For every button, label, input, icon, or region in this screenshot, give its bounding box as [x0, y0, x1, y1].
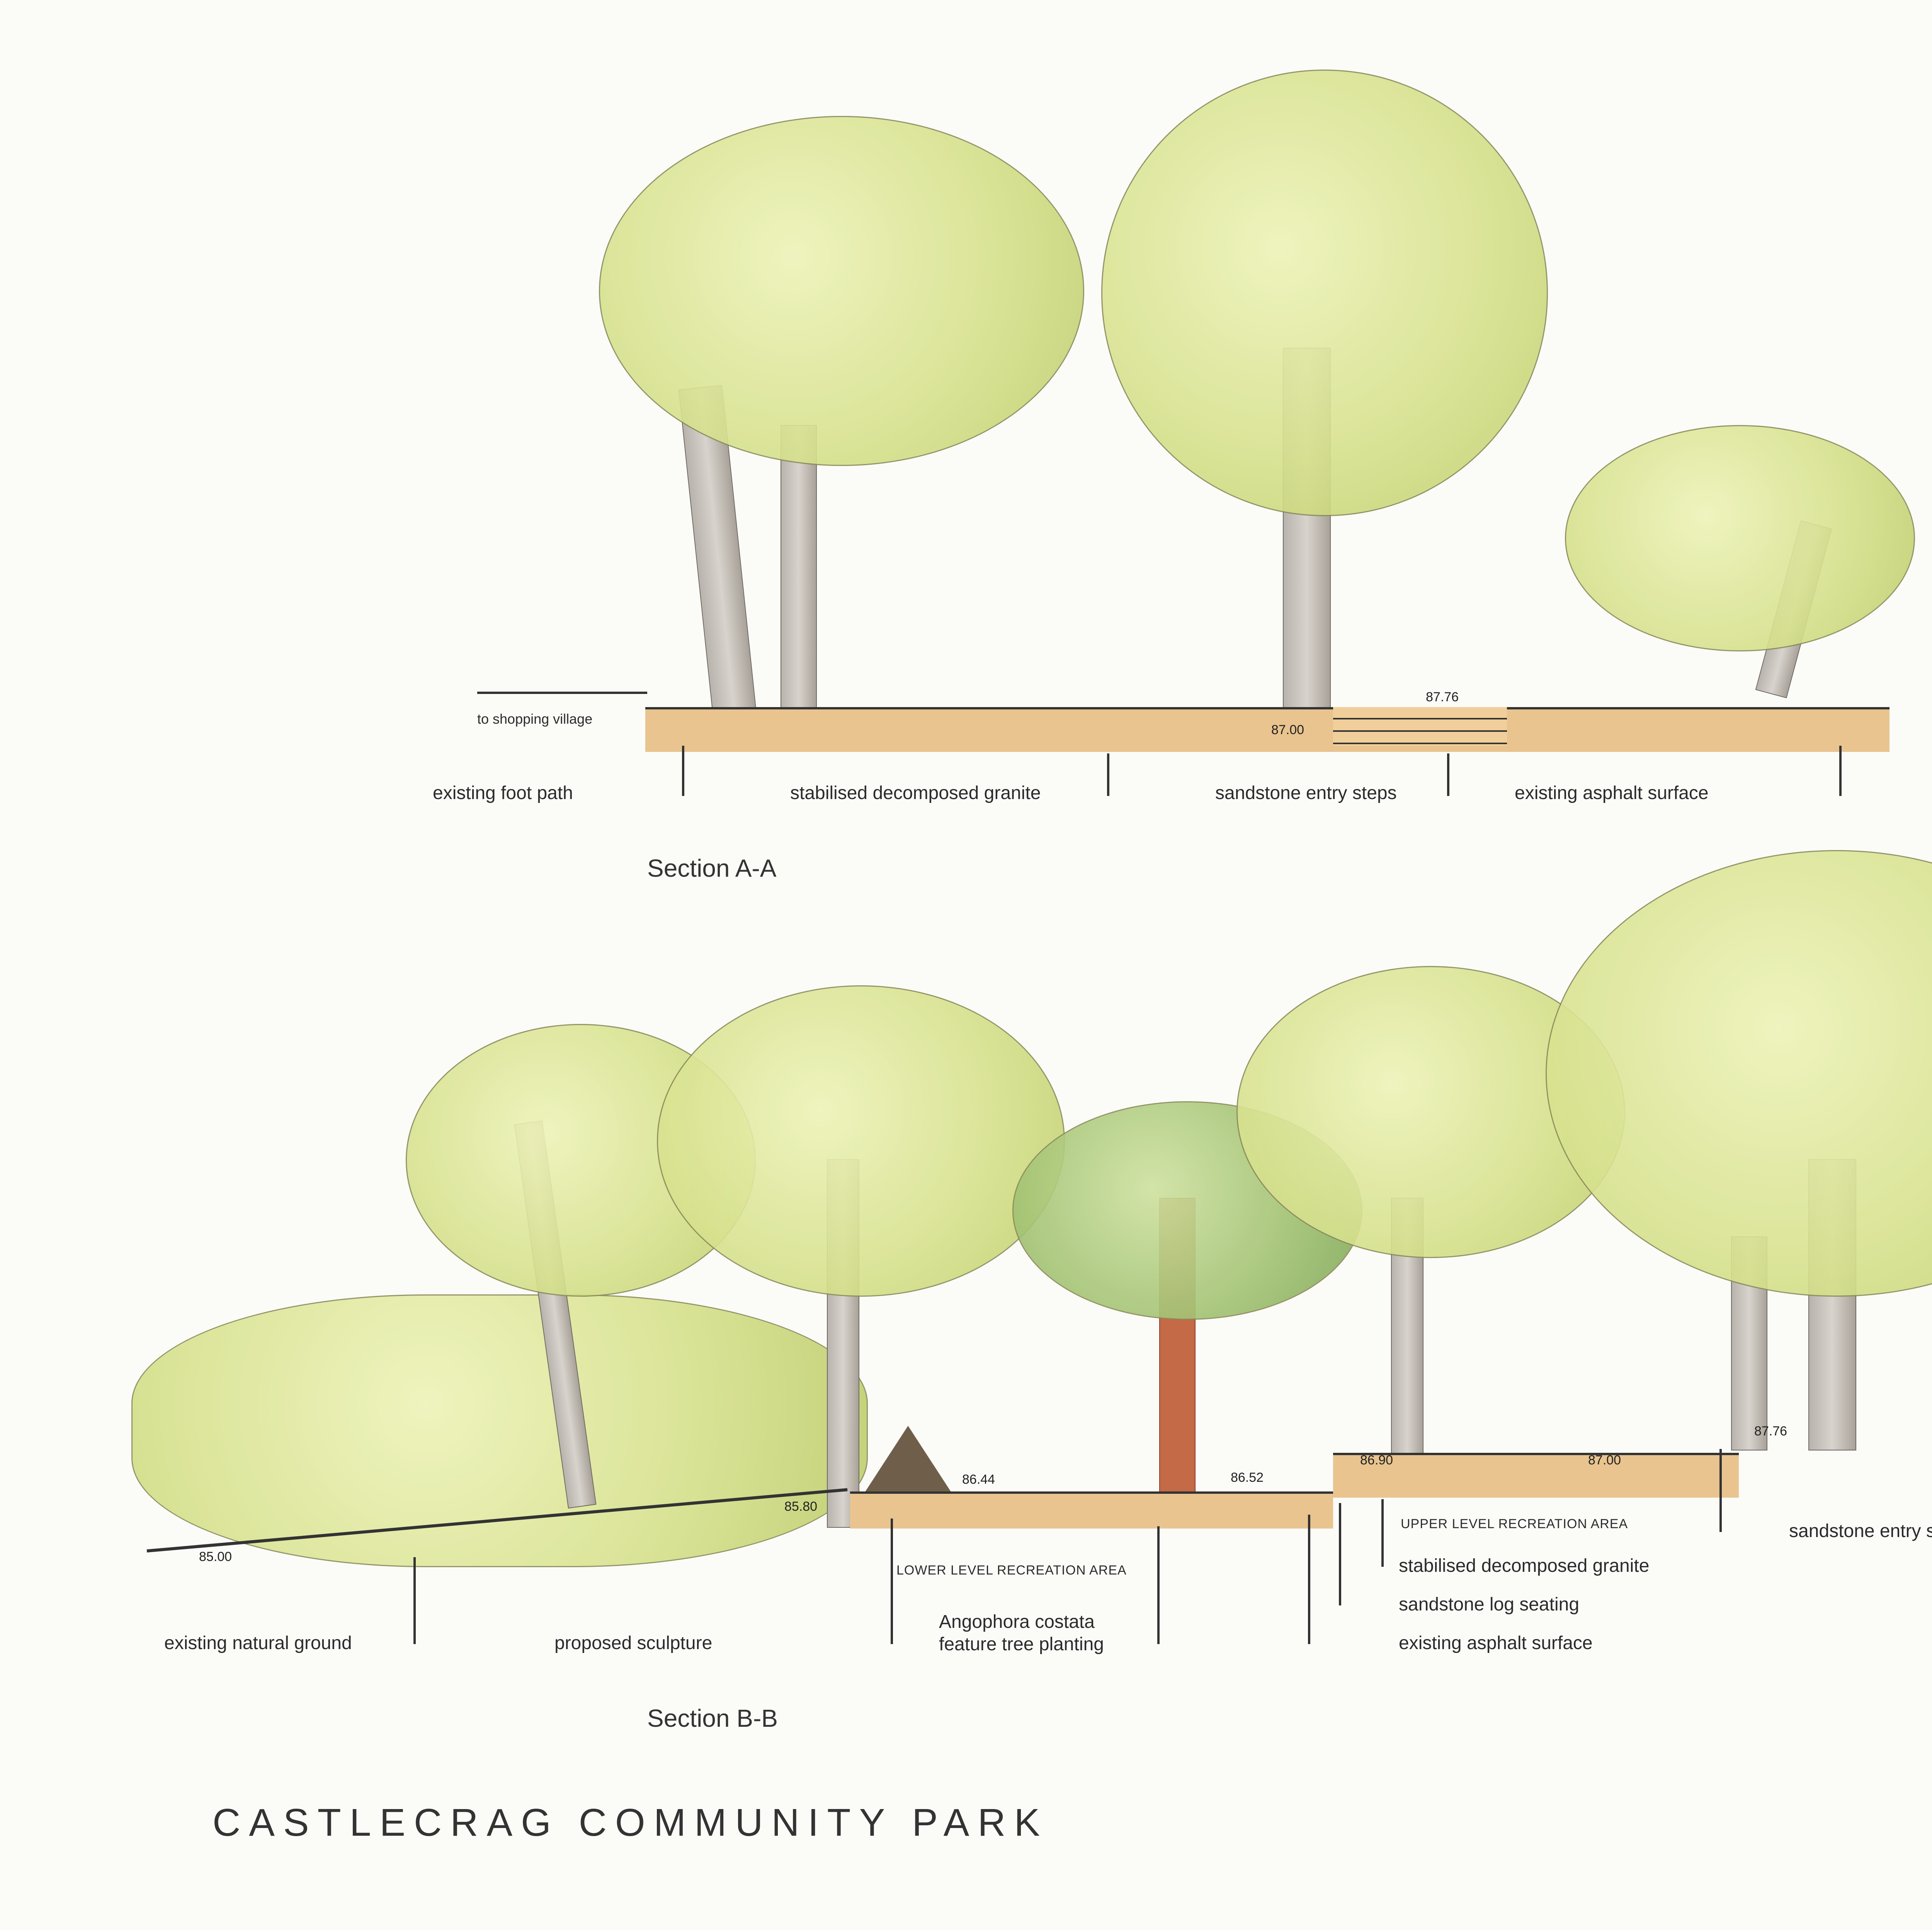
elevation-label: 87.76 [1754, 1424, 1787, 1439]
callout-stabilised-granite: stabilised decomposed granite [790, 783, 1041, 803]
tree-canopy [657, 985, 1065, 1297]
shrub-mass [131, 1294, 868, 1567]
leader-line [1339, 1503, 1341, 1605]
leader-line [1308, 1515, 1310, 1644]
section-bb-title: Section B-B [647, 1704, 778, 1732]
elevation-label: 85.80 [784, 1499, 818, 1514]
section-aa-title: Section A-A [647, 854, 777, 882]
tree-canopy [1101, 70, 1548, 516]
callout-angophora-1: Angophora costata [939, 1612, 1095, 1632]
elevation-label: 87.76 [1426, 690, 1459, 704]
tree-trunk [781, 425, 817, 716]
leader-line [1447, 753, 1449, 796]
elevation-label: 86.44 [962, 1472, 995, 1487]
tree-canopy [1565, 425, 1915, 651]
lower-recreation-ground [850, 1491, 1333, 1529]
leader-line [1381, 1499, 1384, 1567]
area-label-lower: LOWER LEVEL RECREATION AREA [896, 1563, 1127, 1578]
elevation-label: 87.00 [1588, 1453, 1621, 1467]
callout-angophora-2: feature tree planting [939, 1634, 1104, 1655]
callout-entry-steps: sandstone entry steps [1789, 1521, 1932, 1541]
callout-asphalt-surface: existing asphalt surface [1515, 783, 1709, 803]
area-label-upper: UPPER LEVEL RECREATION AREA [1401, 1517, 1628, 1531]
elevation-label: 85.00 [199, 1549, 232, 1564]
direction-arrow [477, 692, 647, 694]
leader-line [413, 1557, 416, 1644]
leader-line [1107, 753, 1109, 796]
callout-asphalt: existing asphalt surface [1399, 1633, 1593, 1653]
leader-line [1719, 1449, 1722, 1532]
callout-granite: stabilised decomposed granite [1399, 1556, 1650, 1576]
ground-profile [645, 707, 1889, 752]
leader-line [1157, 1526, 1160, 1644]
tree-canopy [599, 116, 1084, 466]
leader-line [682, 746, 684, 796]
callout-sandstone-steps: sandstone entry steps [1215, 783, 1397, 803]
entry-steps [1333, 707, 1507, 746]
upper-recreation-ground [1333, 1453, 1739, 1498]
leader-line [891, 1518, 893, 1644]
callout-natural-ground: existing natural ground [164, 1633, 352, 1653]
elevation-label: 86.90 [1360, 1453, 1393, 1467]
elevation-label: 86.52 [1231, 1470, 1264, 1485]
project-title: CASTLECRAG COMMUNITY PARK [213, 1801, 1049, 1844]
leader-line [1839, 746, 1842, 796]
callout-log-seating: sandstone log seating [1399, 1594, 1580, 1615]
elevation-label: 87.00 [1271, 723, 1304, 737]
callout-proposed-sculpture: proposed sculpture [554, 1633, 713, 1653]
direction-label: to shopping village [477, 711, 593, 727]
callout-existing-foot-path: existing foot path [433, 783, 573, 803]
tree-canopy [1546, 850, 1932, 1297]
